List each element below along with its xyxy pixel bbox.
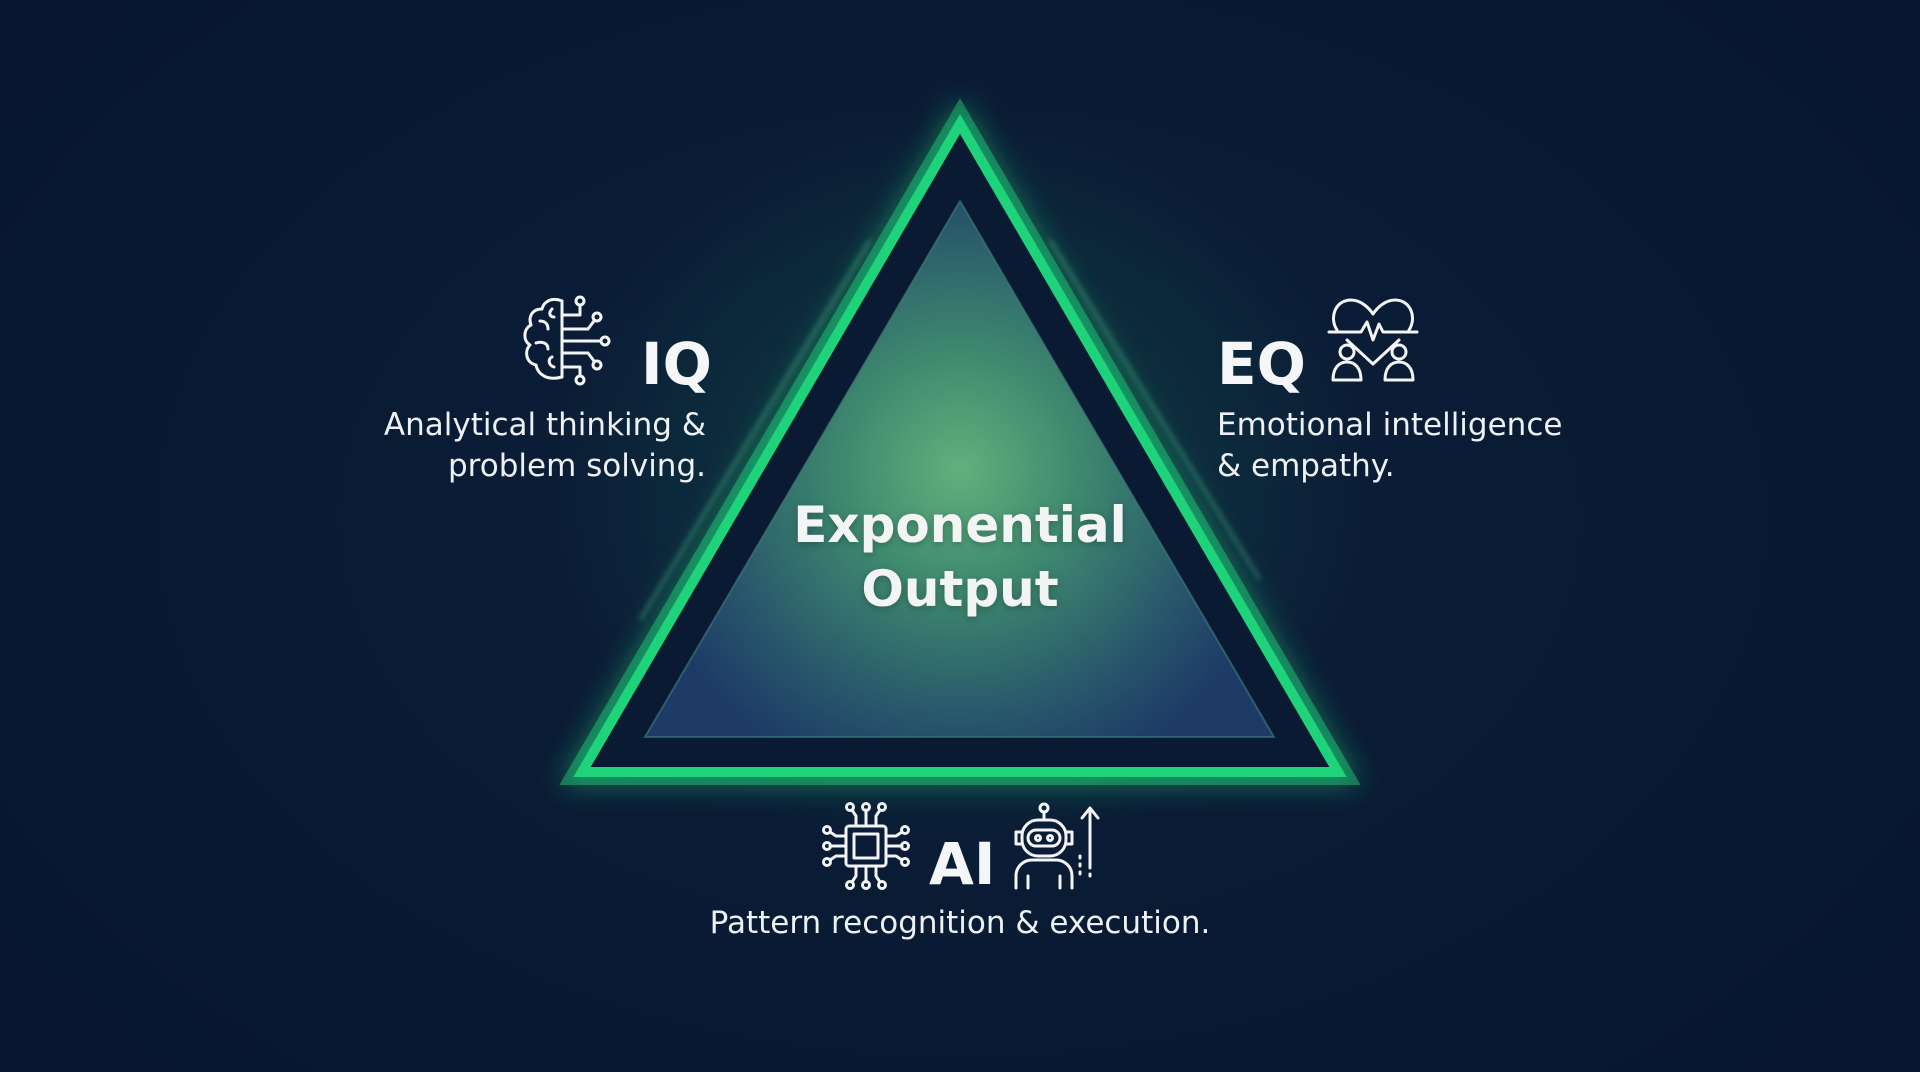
- inner-triangle: [643, 199, 1276, 738]
- center-label-line1: Exponential: [793, 496, 1127, 554]
- ai-description: Pattern recognition & execution.: [709, 905, 1211, 941]
- center-label: Exponential Output: [760, 493, 1160, 621]
- heart-pulse-people-icon: [1325, 294, 1421, 386]
- iq-title: IQ: [641, 330, 712, 398]
- eq-title: EQ: [1217, 330, 1306, 398]
- cpu-chip-icon: [822, 802, 910, 890]
- robot-growth-icon: [1010, 802, 1102, 890]
- triangle-outline: [573, 114, 1347, 777]
- iq-description: Analytical thinking & problem solving.: [383, 407, 706, 484]
- eq-description: Emotional intelligence & empathy.: [1217, 407, 1563, 484]
- brain-circuit-icon: [518, 295, 616, 387]
- ai-title: AI: [929, 830, 996, 898]
- center-label-line2: Output: [861, 560, 1059, 618]
